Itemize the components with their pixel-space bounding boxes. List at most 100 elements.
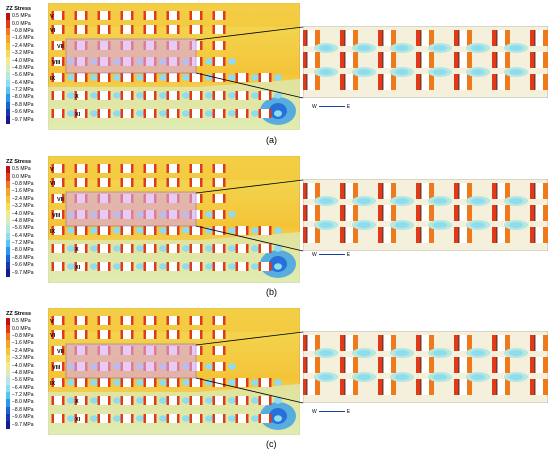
pillar-edge-stress [200,414,203,423]
legend-swatch [6,188,10,196]
legend-label: −9.6 MPa [12,414,34,421]
pillar-edge-stress [200,91,203,100]
pillar-edge-stress [212,164,215,173]
legend-swatch [6,391,10,400]
pillar-core [159,415,167,422]
pillar-core [433,374,447,380]
pillar-core [136,110,144,117]
legend-label: −4.0 MPa [12,210,34,217]
room-opening [535,74,543,90]
pillar-edge-stress [212,178,215,187]
room-opening [169,244,177,253]
pillar-core [251,379,259,386]
pillar-edge-stress [120,25,123,34]
room-opening [238,91,246,100]
legend-swatch [6,72,10,80]
pillar-core [90,74,98,81]
room-opening [383,52,391,68]
pillar-core [395,198,409,204]
room-opening [146,244,154,253]
pillar-edge-stress [429,335,434,351]
pillar-edge-stress [391,379,396,395]
room-opening [497,30,505,46]
pillar-edge-stress [154,164,157,173]
pillar-core [228,245,236,252]
pillar-core [182,92,190,99]
pillar-core [182,263,190,270]
room-opening [123,109,131,118]
pillar-edge-stress [543,205,548,221]
pillar-edge-stress [189,25,192,34]
pillar-core [357,45,371,51]
pillar-edge-stress [177,262,180,271]
pillar-edge-stress [189,109,192,118]
room-opening [123,262,131,271]
pillar-edge-stress [51,396,54,405]
pillar-edge-stress [391,30,396,46]
pillar-edge-stress [189,244,192,253]
legend-swatch [6,20,10,28]
room-opening [146,262,154,271]
pillar-edge-stress [143,316,146,325]
pillar-edge-stress [258,414,261,423]
pillar-edge-stress [143,262,146,271]
legend-item: −5.6 MPa [6,72,48,80]
room-opening [307,335,315,351]
pillar-edge-stress [246,226,249,235]
room-opening [238,109,246,118]
room-opening [77,91,85,100]
legend-item: −9.6 MPa [6,109,48,117]
pillar-edge-stress [131,244,134,253]
pillar-edge-stress [97,226,100,235]
pillar-edge-stress [62,262,65,271]
pillar-edge-stress [454,30,459,46]
pillar-edge-stress [74,164,77,173]
pillar-edge-stress [223,210,226,219]
caption-b: (b) [266,287,277,297]
legend-label: −8.8 MPa [12,406,34,413]
room-opening [77,73,85,82]
room-opening [77,164,85,173]
pillar-core [395,350,409,356]
room-opening [383,74,391,90]
legend-item: −6.4 MPa [6,384,48,392]
pillar-core [509,198,523,204]
pillar-edge-stress [467,52,472,68]
room-opening [261,244,269,253]
pillar-edge-stress [378,205,383,221]
room-opening [421,357,429,373]
room-opening [215,378,223,387]
room-opening [77,109,85,118]
pillar-core [228,363,236,370]
room-opening [146,25,154,34]
pillar-edge-stress [378,30,383,46]
pillar-edge-stress [189,73,192,82]
legend-label: −8.8 MPa [12,101,34,108]
pillar-edge-stress [492,357,497,373]
legend-item: 0.0 MPa [6,20,48,28]
pillar-edge-stress [269,244,272,253]
legend-label: −6.4 MPa [12,232,34,239]
pillar-edge-stress [108,164,111,173]
legend-label: −1.6 MPa [12,35,34,42]
room-opening [123,244,131,253]
pillar-core [136,92,144,99]
pillar-edge-stress [416,357,421,373]
pillar-edge-stress [143,178,146,187]
pillar-edge-stress [246,109,249,118]
seam-label: VIII [52,213,61,219]
pillar-edge-stress [200,109,203,118]
pillar-edge-stress [353,227,358,243]
pillar-edge-stress [378,335,383,351]
pillar-edge-stress [200,362,203,371]
pillar-edge-stress [315,227,320,243]
pillar-edge-stress [212,316,215,325]
pillar-edge-stress [454,205,459,221]
pillar-edge-stress [51,226,54,235]
pillar-edge-stress [120,414,123,423]
pillar-edge-stress [166,91,169,100]
legend-label: −9.6 MPa [12,262,34,269]
pillar-edge-stress [143,414,146,423]
pillar-edge-stress [108,226,111,235]
